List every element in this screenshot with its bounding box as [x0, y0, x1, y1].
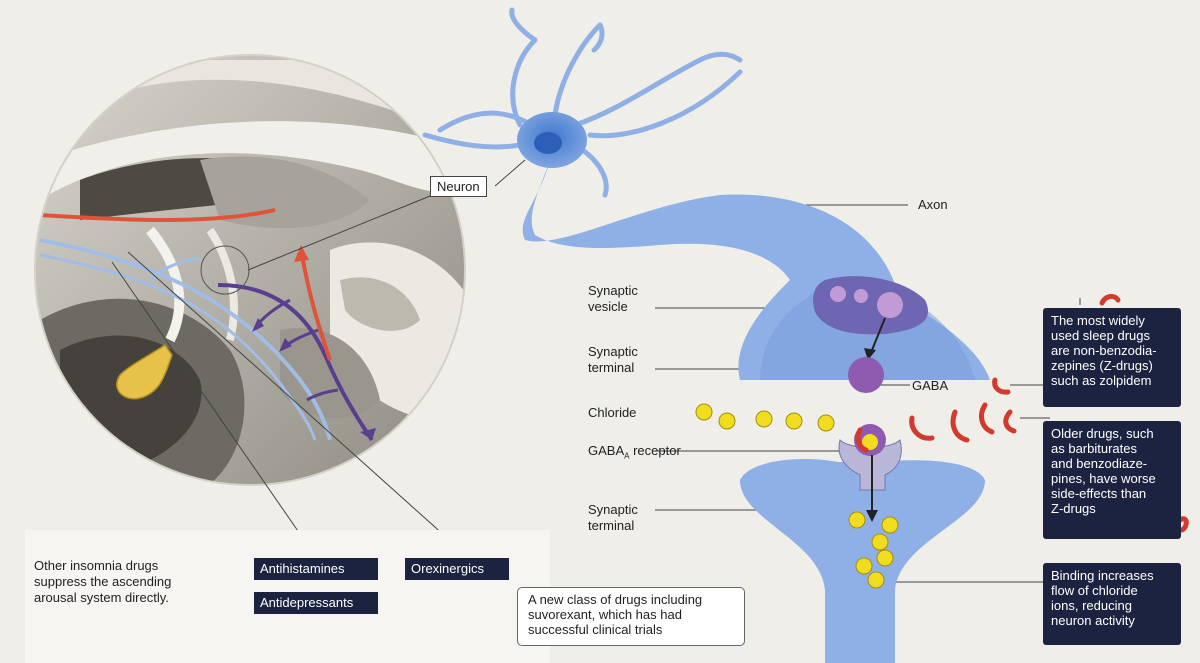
gaba-label: GABA — [912, 378, 949, 393]
drug-molecules — [855, 293, 1189, 533]
brain-section-illustration — [34, 54, 466, 486]
chloride-label: Chloride — [588, 405, 637, 420]
orexinergics-tag: Orexinergics — [405, 558, 509, 580]
antihistamines-tag: Antihistamines — [254, 558, 378, 580]
chloride-ions — [695, 403, 899, 589]
antidepressants-tag: Antidepressants — [254, 592, 378, 614]
axon-label: Axon — [918, 197, 948, 212]
neuron-label: Neuron — [430, 176, 487, 197]
gaba-receptor-label: GABAA receptor — [588, 443, 681, 461]
